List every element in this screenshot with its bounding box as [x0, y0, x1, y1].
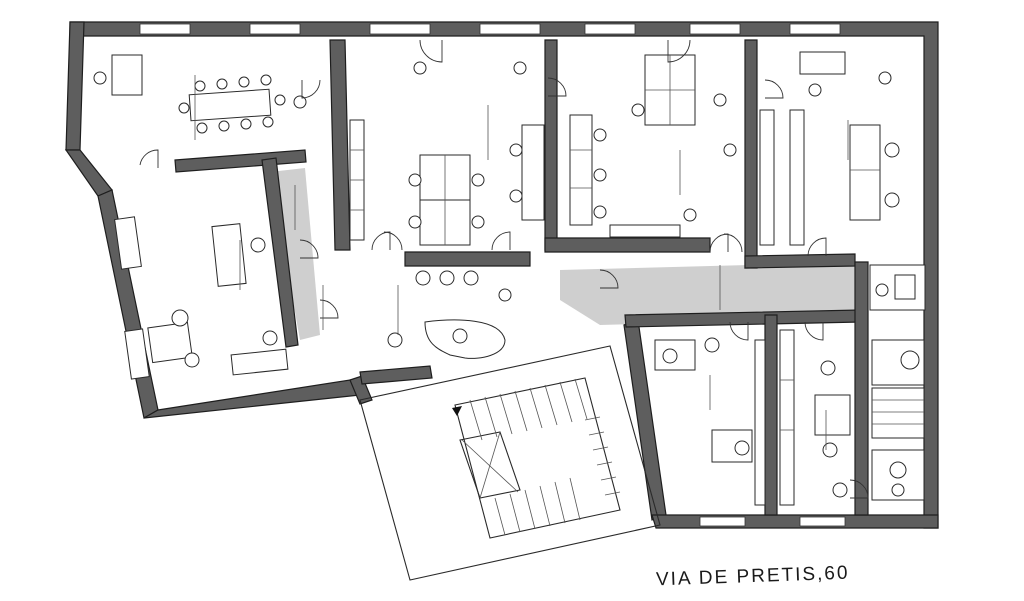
outer-walls [64, 21, 939, 529]
staircase [359, 345, 661, 581]
office-6 [779, 329, 851, 506]
restrooms [869, 264, 926, 501]
windows [139, 23, 846, 527]
meeting-room [93, 54, 307, 134]
reception [387, 288, 512, 359]
office-5 [654, 337, 766, 506]
room-annotations [194, 75, 849, 450]
interior-walls [174, 39, 869, 516]
office-3 [569, 54, 737, 238]
door-swings [139, 39, 869, 499]
office-4 [759, 51, 900, 246]
office-1 [114, 216, 289, 380]
office-2 [349, 61, 545, 286]
